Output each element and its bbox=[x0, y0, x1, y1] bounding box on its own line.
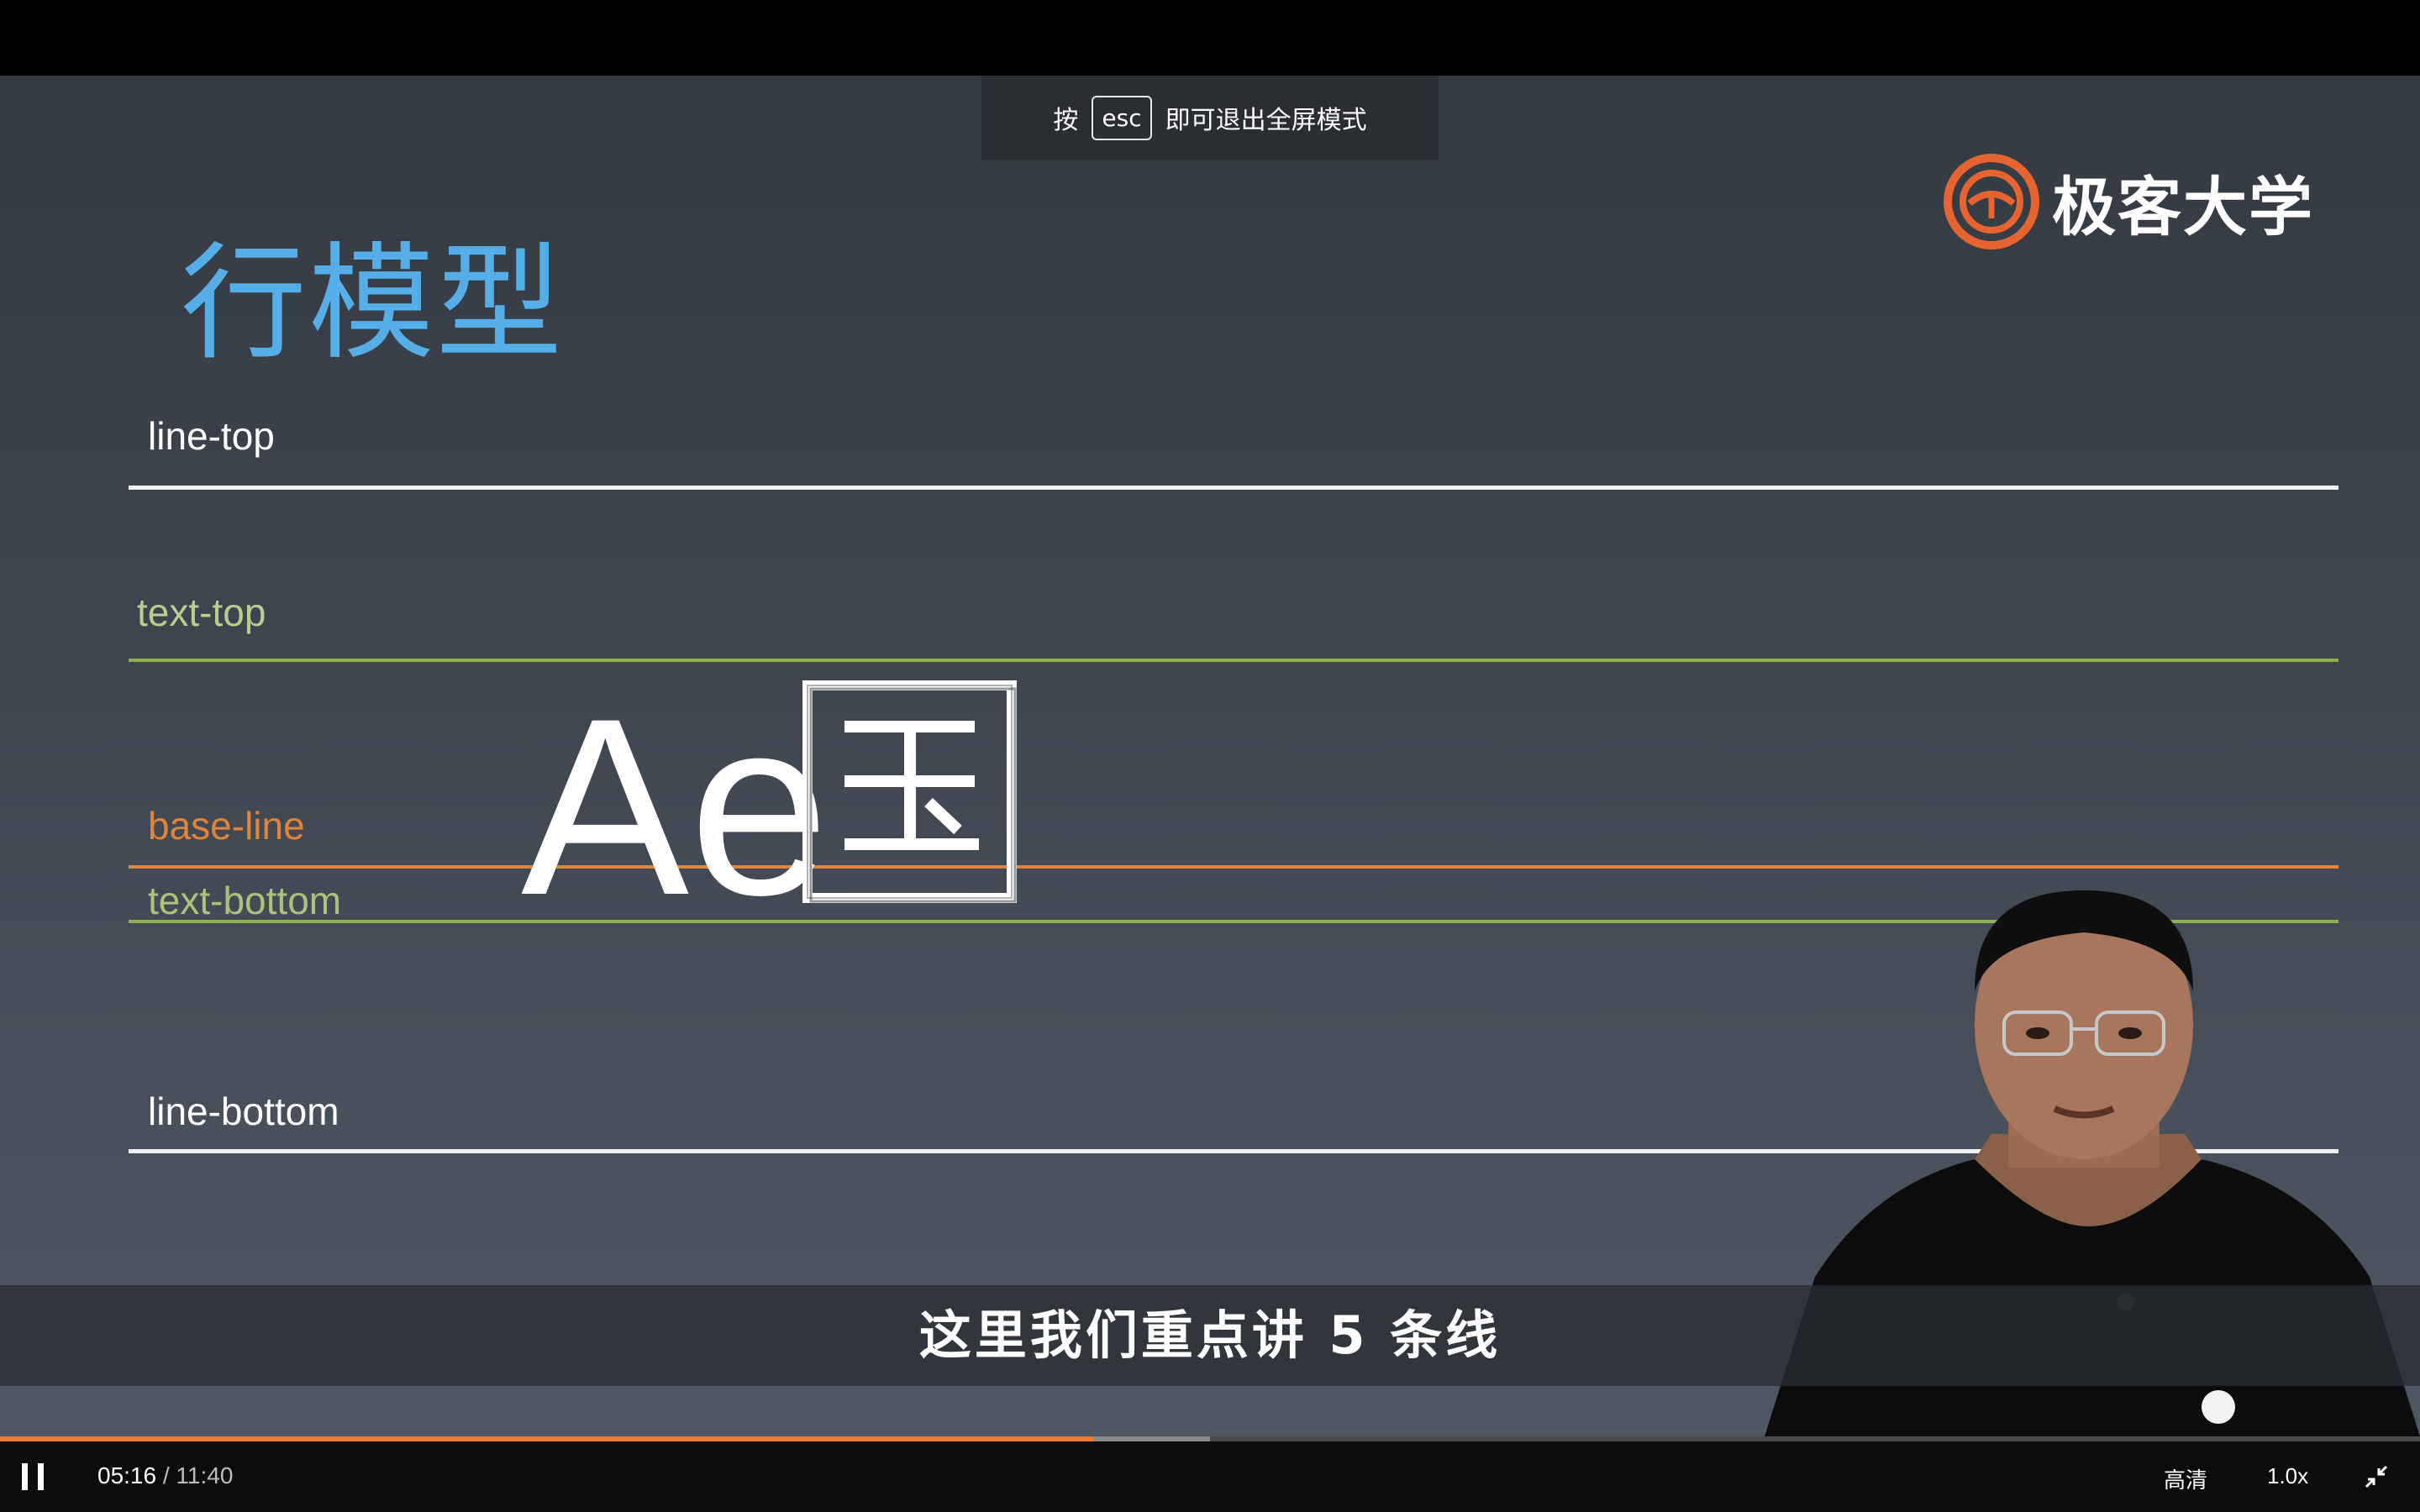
text-bottom-label: text-bottom bbox=[148, 879, 342, 922]
line-top-label: line-top bbox=[148, 414, 275, 458]
top-black-bar bbox=[0, 0, 2420, 76]
esc-key-badge: esc bbox=[1092, 95, 1152, 140]
geekbang-logo: 极客大学 bbox=[1941, 151, 2314, 252]
current-time: 05:16 bbox=[97, 1462, 157, 1488]
subtitle-text: 这里我们重点讲 5 条线 bbox=[918, 1305, 1502, 1366]
logo-mark-icon bbox=[1944, 154, 2039, 249]
base-line-label: base-line bbox=[148, 804, 305, 848]
video-frame[interactable]: 按 esc 即可退出全屏模式 行模型 极客大学 line-top text-to… bbox=[0, 76, 2420, 1436]
progress-bar[interactable] bbox=[0, 1436, 2420, 1441]
sample-text: Ae bbox=[521, 680, 829, 932]
line-bottom-label: line-bottom bbox=[148, 1089, 339, 1133]
time-display: 05:16 / 11:40 bbox=[97, 1462, 233, 1489]
quality-button[interactable]: 高清 bbox=[2164, 1468, 2208, 1494]
fullscreen-exit-hint: 按 esc 即可退出全屏模式 bbox=[981, 76, 1439, 160]
slide-title: 行模型 bbox=[181, 231, 565, 377]
base-line-rule bbox=[129, 865, 2338, 869]
hint-suffix: 即可退出全屏模式 bbox=[1165, 106, 1367, 135]
text-top-label: text-top bbox=[137, 591, 266, 634]
time-separator: / bbox=[162, 1462, 170, 1488]
sample-latin-text: Ae bbox=[521, 665, 829, 948]
player-controls bbox=[0, 1436, 2420, 1512]
line-bottom-rule bbox=[129, 1149, 2338, 1153]
hint-prefix: 按 bbox=[1053, 106, 1079, 135]
exit-fullscreen-icon[interactable] bbox=[2363, 1463, 2390, 1490]
subtitle-band bbox=[0, 1285, 2420, 1386]
speed-button[interactable]: 1.0x bbox=[2267, 1463, 2309, 1488]
text-top-rule bbox=[129, 659, 2338, 662]
line-top-rule bbox=[129, 486, 2338, 490]
text-bottom-rule bbox=[129, 920, 2338, 923]
pause-icon[interactable] bbox=[17, 1460, 50, 1494]
sample-cjk-glyph bbox=[802, 680, 1017, 903]
progress-played bbox=[0, 1436, 1094, 1441]
duration: 11:40 bbox=[176, 1462, 234, 1488]
logo-text: 极客大学 bbox=[2052, 170, 2314, 244]
